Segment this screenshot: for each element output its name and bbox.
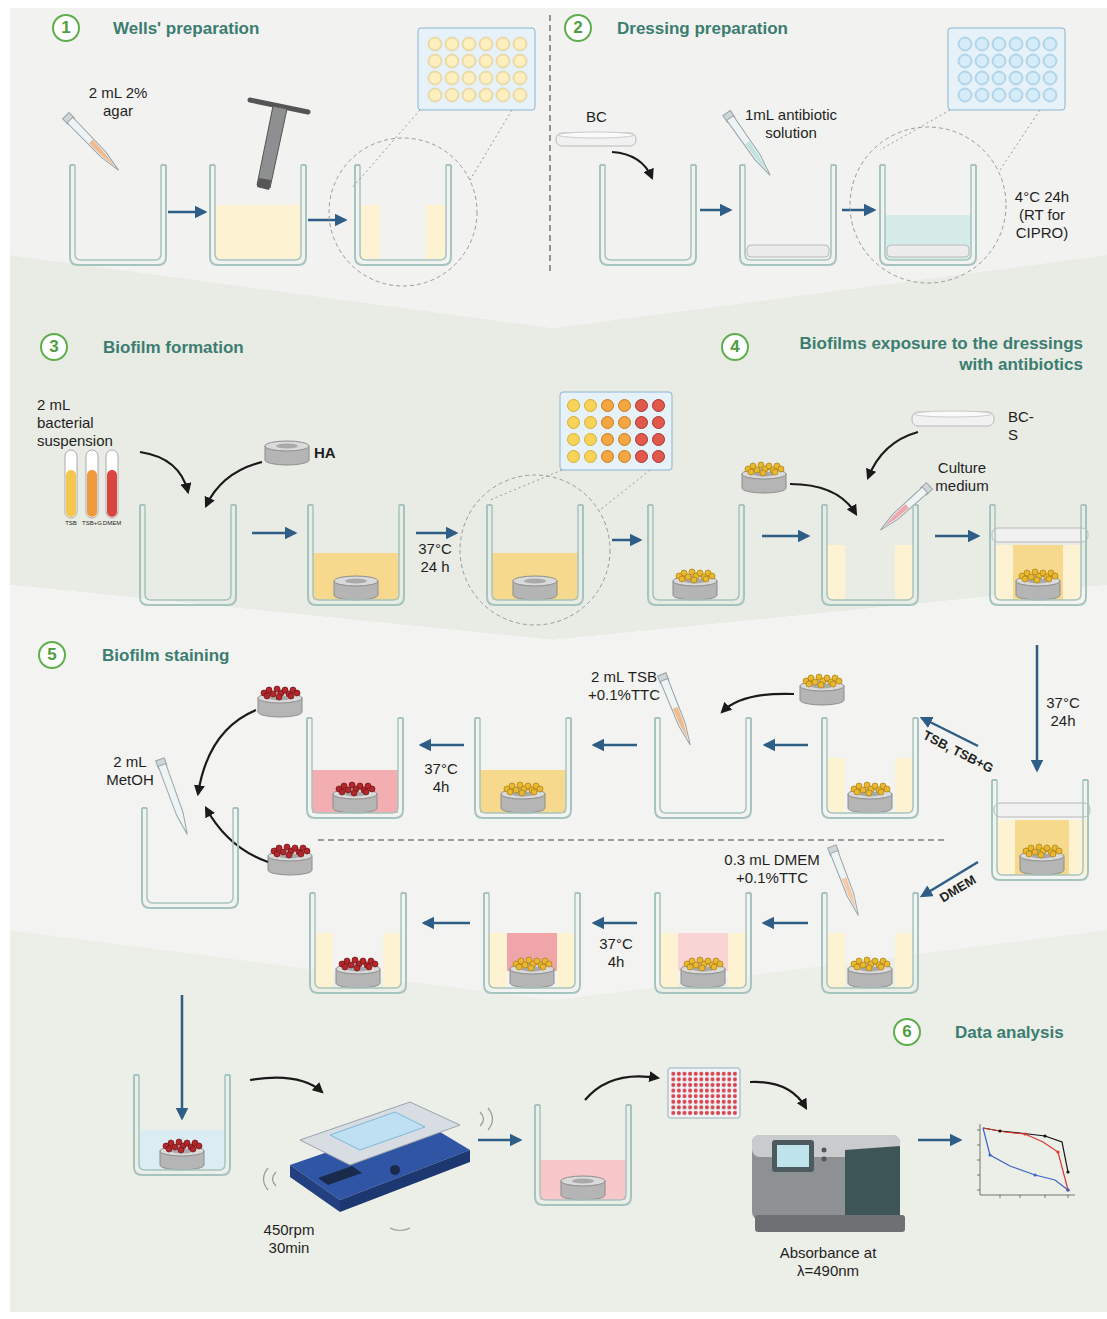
label-box: 4°C 24h (RT for CIPRO) — [1010, 188, 1074, 242]
annotation-label: BC — [586, 108, 616, 126]
step-title: Biofilm staining — [102, 645, 230, 666]
label-box: BC- S — [1008, 408, 1038, 444]
annotation-label: TSB+G — [80, 520, 104, 527]
annotation-label: BC- S — [1008, 408, 1038, 444]
step-title: Wells' preparation — [113, 18, 259, 39]
label-box: 37°C 24h — [1043, 694, 1083, 730]
annotation-label: DMEM — [102, 520, 122, 527]
step-marker: 2 Dressing preparation — [564, 14, 788, 42]
annotation-label: 37°C 24 h — [414, 540, 456, 576]
annotation-label: 37°C 4h — [596, 935, 636, 971]
label-box: DMEM — [102, 520, 122, 527]
step-number: 1 — [52, 14, 80, 42]
label-box: BC — [586, 108, 616, 126]
label-box: 37°C 24 h — [414, 540, 456, 576]
step-marker: 3 Biofilm formation — [40, 333, 244, 361]
step-title: Biofilms exposure to the dressings with … — [783, 333, 1083, 375]
step-marker: 5 Biofilm staining — [38, 641, 230, 669]
label-box: 37°C 4h — [421, 760, 461, 796]
label-box: 450rpm 30min — [258, 1221, 320, 1257]
step-title: Data analysis — [955, 1022, 1064, 1043]
label-box: 1mL antibiotic solution — [736, 106, 846, 142]
label-box: 0.3 mL DMEM +0.1%TTC — [715, 851, 829, 887]
label-box: TSB, TSB+G — [920, 727, 996, 776]
annotation-label: 1mL antibiotic solution — [736, 106, 846, 142]
step-marker: 1 Wells' preparation — [52, 14, 259, 42]
label-box: DMEM — [937, 872, 979, 906]
annotation-label: 0.3 mL DMEM +0.1%TTC — [715, 851, 829, 887]
label-box: TSB — [61, 520, 81, 527]
annotation-label: 450rpm 30min — [258, 1221, 320, 1257]
step-marker: 4 Biofilms exposure to the dressings with… — [721, 333, 1083, 375]
step-title: Dressing preparation — [617, 18, 788, 39]
step-title: Biofilm formation — [103, 337, 244, 358]
label-box: 2 mL TSB +0.1%TTC — [584, 668, 664, 704]
step-number: 2 — [564, 14, 592, 42]
label-box: 2 mL MetOH — [102, 753, 158, 789]
annotation-label: Absorbance at λ=490nm — [773, 1244, 883, 1280]
annotation-label: 2 mL bacterial suspension — [37, 396, 121, 450]
arrow-label: DMEM — [937, 872, 979, 906]
label-box: 37°C 4h — [596, 935, 636, 971]
annotation-label: 37°C 4h — [421, 760, 461, 796]
label-box: Absorbance at λ=490nm — [773, 1244, 883, 1280]
label-box: HA — [314, 444, 344, 462]
annotation-label: 37°C 24h — [1043, 694, 1083, 730]
step-number: 4 — [721, 333, 749, 361]
label-box: 2 mL bacterial suspension — [37, 396, 121, 450]
step-number: 3 — [40, 333, 68, 361]
step-marker: 6 Data analysis — [893, 1018, 1064, 1046]
annotation-label: 2 mL 2% agar — [88, 84, 148, 120]
annotation-label: HA — [314, 444, 344, 462]
annotation-label: 2 mL MetOH — [102, 753, 158, 789]
label-box: Culture medium — [932, 459, 992, 495]
label-box: 2 mL 2% agar — [88, 84, 148, 120]
annotation-label: 2 mL TSB +0.1%TTC — [584, 668, 664, 704]
arrow-label: TSB, TSB+G — [920, 727, 996, 776]
step-number: 6 — [893, 1018, 921, 1046]
step-number: 5 — [38, 641, 66, 669]
annotation-label: TSB — [61, 520, 81, 527]
annotation-label: Culture medium — [932, 459, 992, 495]
annotation-label: 4°C 24h (RT for CIPRO) — [1010, 188, 1074, 242]
label-box: TSB+G — [80, 520, 104, 527]
